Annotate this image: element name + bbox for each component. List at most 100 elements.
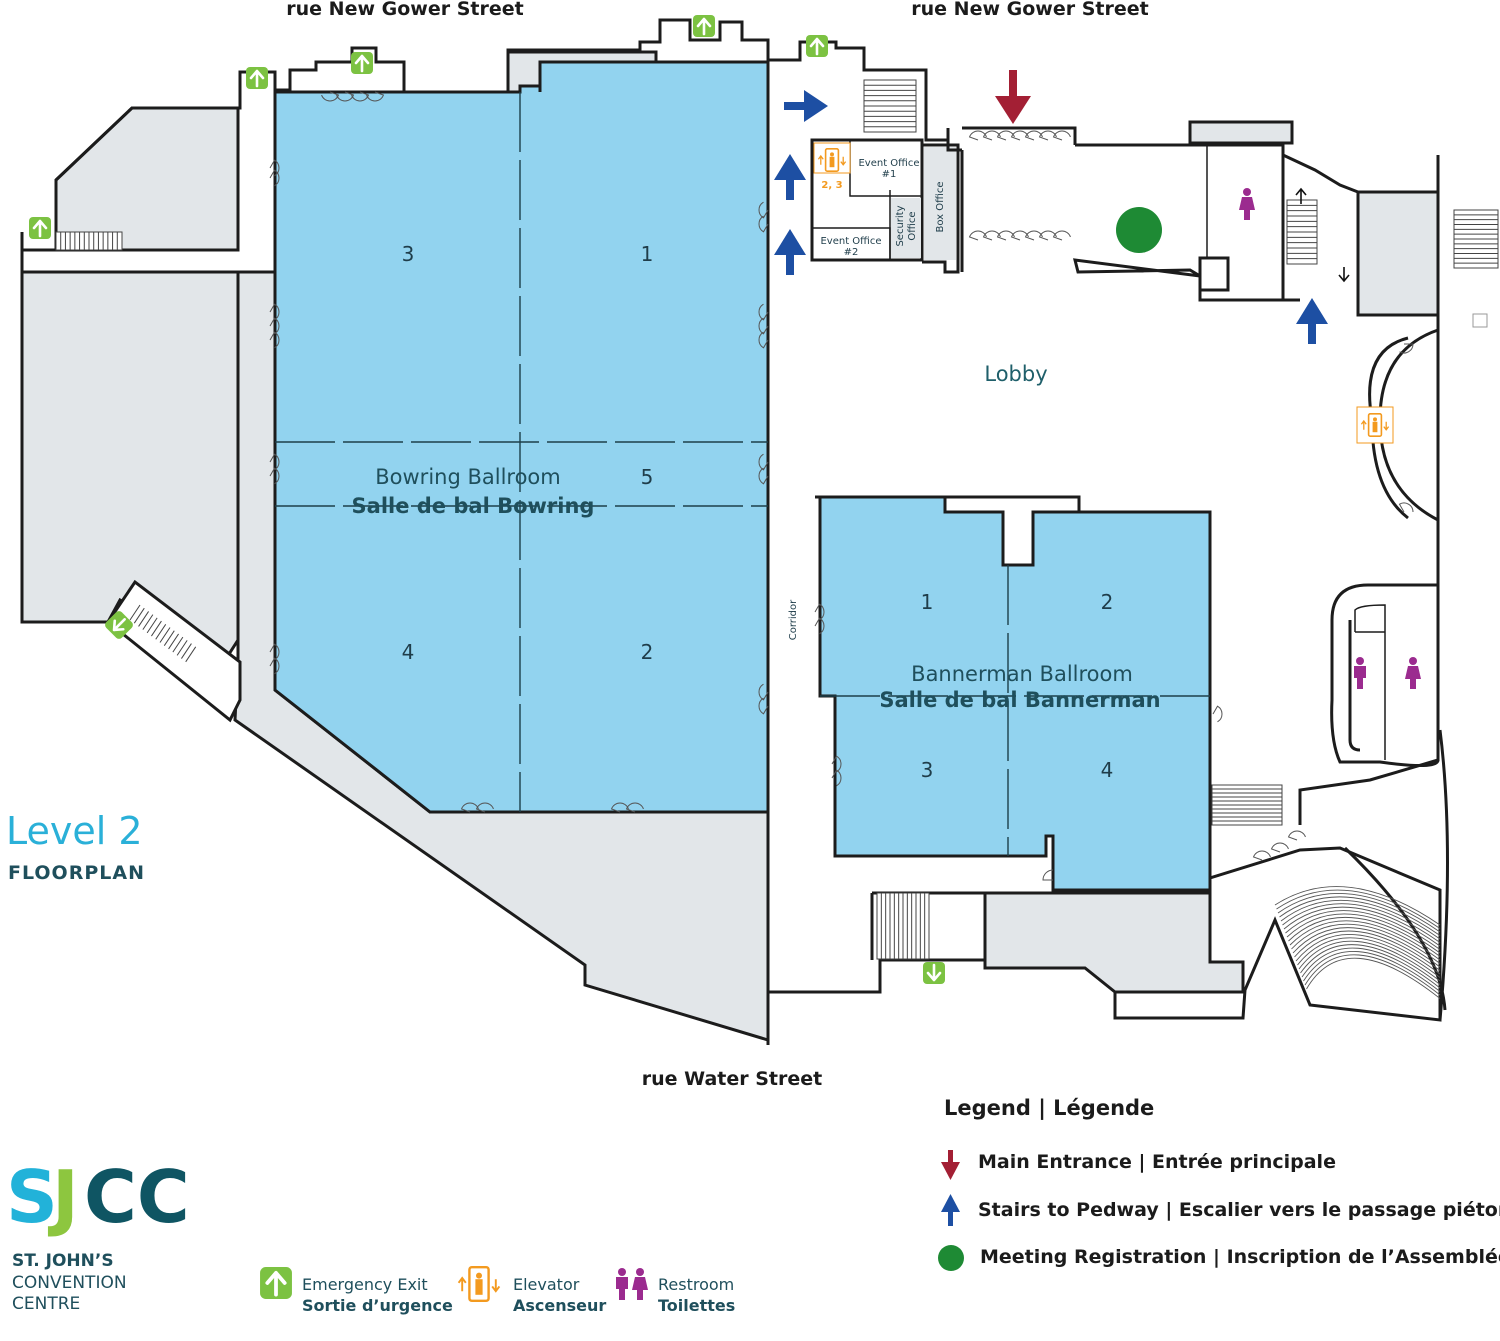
emergency-exit-icon [244, 65, 270, 91]
logo-line-3: CENTRE [12, 1294, 80, 1314]
stairs-far-east [1453, 209, 1499, 269]
security-office-label: Security [895, 205, 906, 246]
doors [269, 91, 1414, 881]
emergency-exit-icon [27, 215, 53, 241]
building-outline-northwest [20, 92, 242, 410]
east-restroom-inner [1354, 604, 1386, 760]
level-subtitle: FLOORPLAN [8, 862, 145, 884]
pedway-legend-icon [941, 1194, 960, 1226]
emergency-exit-icon [691, 13, 717, 39]
service-area-northwest [54, 106, 240, 252]
bowring-name: Bowring Ballroom [375, 465, 560, 489]
box-office-fill [924, 147, 956, 260]
bowring-name-fr: Salle de bal Bowring [352, 494, 595, 518]
stairs-southeast-bank [1274, 886, 1441, 999]
legend-stairs-pedway: Stairs to Pedway | Escalier vers le pass… [978, 1199, 1500, 1221]
stairs-southeast [1211, 784, 1283, 826]
restroom-women-icon [1239, 188, 1255, 220]
street-label-north-left: rue New Gower Street [286, 0, 523, 20]
elevator-key-icon [457, 1265, 501, 1303]
lobby-label: Lobby [984, 362, 1047, 386]
stair-down-arrow-icon [1338, 267, 1350, 283]
bannerman-section-1: 1 [921, 590, 934, 614]
east-restroom-inner-2 [1348, 620, 1361, 752]
street-label-south: rue Water Street [642, 1068, 822, 1090]
logo-line-2: CONVENTION [12, 1273, 127, 1293]
logo-mark-cc: CC [84, 1155, 190, 1239]
building-outline-west [238, 18, 948, 142]
east-restroom-block [1330, 583, 1440, 768]
bannerman-top-notch [943, 495, 1081, 512]
key-emergency-exit-fr: Sortie d’urgence [302, 1296, 453, 1315]
stairs-east [1286, 199, 1318, 265]
service-area-south-block [983, 891, 1245, 994]
restroom-key-icon [616, 1268, 648, 1300]
main-entrance-arrow-icon [995, 70, 1031, 124]
key-elevator-fr: Ascenseur [513, 1296, 606, 1315]
box-office-walls [922, 143, 960, 274]
event-office-1-number: #1 [882, 169, 897, 180]
emergency-exit-key-icon [258, 1265, 294, 1301]
key-restroom: Restroom [658, 1275, 734, 1294]
stairs-north [863, 79, 917, 133]
logo-line-1: ST. JOHN’S [12, 1251, 114, 1271]
legend-meeting-registration: Meeting Registration | Inscription de l’… [980, 1246, 1500, 1268]
southeast-amphitheatre [1113, 846, 1442, 1022]
small-marker [1472, 313, 1488, 328]
key-restroom-fr: Toilettes [658, 1296, 735, 1315]
logo-mark-s: S [6, 1155, 58, 1239]
bowring-section-3: 3 [402, 242, 415, 266]
stairs-south [876, 892, 930, 960]
bannerman-section-4: 4 [1101, 758, 1114, 782]
stair-up-arrow-icon [1295, 187, 1307, 204]
service-area-east-block [1356, 190, 1440, 317]
emergency-exit-icon-south [921, 960, 947, 986]
bowring-section-1: 1 [641, 242, 654, 266]
restroom-men-icon [1354, 657, 1366, 689]
bannerman-section-3: 3 [921, 758, 934, 782]
registration-legend-icon [938, 1245, 964, 1271]
elevator-icon-east [1356, 406, 1394, 444]
key-elevator: Elevator [513, 1275, 580, 1294]
emergency-exit-icon [804, 33, 830, 59]
pedway-arrow-icon [774, 229, 806, 275]
key-emergency-exit: Emergency Exit [302, 1275, 428, 1294]
emergency-exit-icon [349, 50, 375, 76]
bowring-section-2: 2 [641, 640, 654, 664]
event-office-1-label: Event Office [858, 158, 919, 169]
registration-room [1073, 143, 1285, 302]
stairs-west [105, 579, 242, 723]
restroom-women-icon [1405, 657, 1421, 689]
bannerman-name: Bannerman Ballroom [911, 662, 1133, 686]
bowring-ballroom[interactable] [273, 60, 770, 814]
building-outline-west-lower [20, 410, 108, 624]
bowring-section-5: 5 [641, 465, 654, 489]
bowring-section-4: 4 [402, 640, 415, 664]
main-entrance-legend-icon [941, 1150, 960, 1180]
bannerman-section-2: 2 [1101, 590, 1114, 614]
elevator-floors-label: 2, 3 [821, 180, 842, 191]
street-label-north-right: rue New Gower Street [911, 0, 1148, 20]
east-wall [1298, 315, 1440, 825]
pedway-arrow-icon [1296, 298, 1328, 344]
box-office-label: Box Office [935, 182, 946, 233]
legend-main-entrance: Main Entrance | Entrée principale [978, 1151, 1336, 1173]
stairs-northwest [55, 231, 123, 251]
east-wall-upper [1282, 153, 1440, 302]
corridor-label: Corridor [788, 599, 799, 640]
legend-title: Legend | Légende [944, 1096, 1154, 1121]
security-office-label-2: Office [907, 211, 918, 240]
event-office-2-number: #2 [844, 247, 859, 258]
service-area-registration-top [1188, 120, 1294, 145]
pedway-arrow-icon [774, 154, 806, 200]
office-block [810, 138, 924, 262]
entrance-vestibule [946, 126, 1077, 272]
security-office-fill [891, 198, 921, 258]
sjcc-logo: S J CC ST. JOHN’S CONVENTION CENTRE [6, 1155, 190, 1314]
elevator-icon-offices [813, 142, 851, 174]
event-office-2-label: Event Office [820, 236, 881, 247]
level-title: Level 2 [6, 809, 143, 853]
logo-mark-j: J [47, 1155, 79, 1239]
meeting-registration-marker [1116, 207, 1162, 253]
